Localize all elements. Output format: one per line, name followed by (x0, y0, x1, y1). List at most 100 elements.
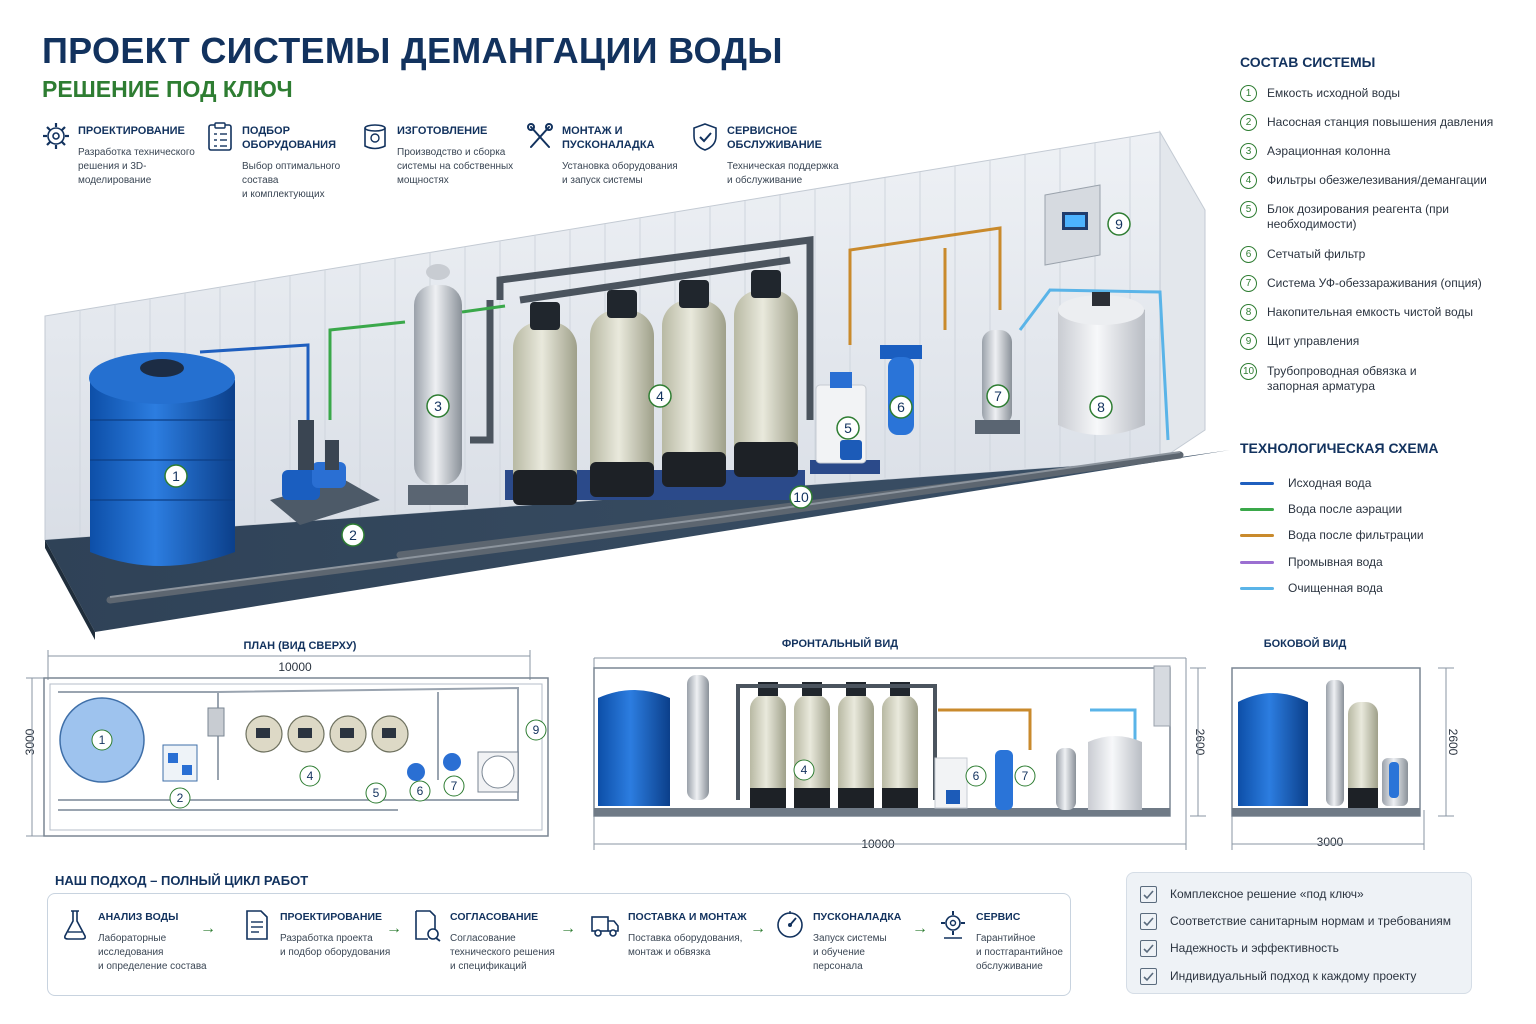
item-number: 2 (1240, 114, 1257, 131)
legend-text: Исходная вода (1288, 476, 1372, 490)
step-desc-line: исследования (98, 947, 164, 958)
service-title-text: ПОДБОР ОБОРУДОВАНИЯ (242, 125, 336, 151)
legend-line (1240, 587, 1274, 590)
step-title: СЕРВИС (976, 911, 1021, 923)
svg-text:2: 2 (349, 527, 357, 543)
service-desc-line: и комплектующих (242, 189, 325, 200)
step-desc-line: Гарантийное (976, 933, 1036, 944)
service-desc-line: и запуск системы (562, 175, 643, 186)
checkbox-icon (1140, 968, 1157, 985)
benefit-text: Надежность и эффективность (1170, 941, 1339, 955)
step-title: АНАЛИЗ ВОДЫ (98, 911, 179, 923)
step-desc-line: Согласование (450, 933, 516, 944)
badge-4: 4 (648, 384, 672, 408)
gear-icon (43, 123, 69, 149)
item-number: 5 (1240, 201, 1257, 218)
arrow-right-icon: → (912, 920, 928, 937)
svg-text:9: 9 (533, 723, 540, 737)
plan-filters (245, 715, 409, 753)
tank-icon (364, 124, 386, 150)
service-title: МОНТАЖ И ПУСКОНАЛАДКА (562, 125, 655, 151)
svg-text:10: 10 (793, 489, 809, 505)
item-text: Трубопроводная обвязка и запорная армату… (1267, 364, 1417, 393)
front-badge-6: 6 (965, 765, 987, 787)
front-aeration (687, 675, 709, 800)
scheme-title: ТЕХНОЛОГИЧЕСКАЯ СХЕМА (1240, 440, 1439, 456)
service-desc-line: мощностях (397, 175, 449, 186)
service-desc-line: моделирование (78, 175, 152, 186)
badge-5: 5 (836, 416, 860, 440)
plan-length: 10000 (278, 660, 312, 674)
service-desc-line: Разработка технического (78, 147, 195, 158)
legend-text: Очищенная вода (1288, 581, 1383, 595)
badge-1: 1 (164, 464, 188, 488)
arrow-right-icon: → (750, 920, 766, 937)
flask-icon (64, 910, 86, 940)
plan-view-drawing: 1 2 4 5 6 7 9 (26, 650, 549, 837)
badge-8: 8 (1089, 395, 1113, 419)
plan-badge-7: 7 (443, 775, 465, 797)
svg-text:8: 8 (1097, 399, 1105, 415)
badge-6: 6 (889, 395, 913, 419)
svg-text:4: 4 (801, 763, 808, 777)
item-number: 1 (1240, 85, 1257, 102)
legend-text: Вода после фильтрации (1288, 528, 1424, 542)
service-desc-line: системы на собственных (397, 161, 514, 172)
shield-check-icon (693, 123, 717, 151)
booster-pump-station (270, 420, 380, 525)
plan-badge-2: 2 (169, 787, 191, 809)
front-filters (750, 682, 918, 808)
svg-text:3: 3 (434, 398, 442, 414)
svg-text:7: 7 (994, 388, 1002, 404)
service-title: ПОДБОР ОБОРУДОВАНИЯ (242, 124, 366, 152)
svg-text:6: 6 (417, 784, 424, 798)
step-desc-line: и спецификаций (450, 961, 527, 972)
plan-badge-4: 4 (299, 765, 321, 787)
step-desc-line: Разработка проекта (280, 933, 373, 944)
clean-water-tank (1058, 292, 1145, 435)
service-desc-line: Выбор оптимального (242, 161, 341, 172)
arrow-right-icon: → (386, 920, 402, 937)
step-title: ПУСКОНАЛАДКА (813, 911, 902, 923)
side-aeration (1326, 680, 1344, 806)
item-text: Насосная станция повышения давления (1267, 115, 1494, 129)
step-title: ПОСТАВКА И МОНТАЖ (628, 911, 747, 923)
item-text: Аэрационная колонна (1267, 144, 1391, 158)
step-title: ПРОЕКТИРОВАНИЕ (280, 911, 383, 923)
side-width: 3000 (1316, 835, 1344, 849)
aeration-column (408, 264, 468, 505)
legend-line (1240, 508, 1274, 511)
document-icon (246, 910, 268, 940)
step-desc-line: персонала (813, 961, 863, 972)
item-text: Система УФ-обеззараживания (опция) (1267, 276, 1482, 290)
svg-text:1: 1 (99, 733, 106, 747)
plan-badge-6: 6 (409, 780, 431, 802)
plan-badge-9: 9 (525, 719, 547, 741)
svg-text:6: 6 (973, 769, 980, 783)
service-title: ИЗГОТОВЛЕНИЕ (397, 125, 488, 137)
benefits-panel (1126, 872, 1472, 994)
legend-line (1240, 534, 1274, 537)
front-badge-4: 4 (793, 759, 815, 781)
legend-line (1240, 561, 1274, 564)
item-text: Емкость исходной воды (1267, 86, 1400, 100)
side-tank (1238, 693, 1308, 806)
front-uv (1056, 748, 1076, 810)
service-title: СЕРВИСНОЕ ОБСЛУЖИВАНИЕ (727, 125, 822, 151)
approval-icon (415, 910, 441, 942)
source-water-tank (89, 352, 235, 566)
plan-badge-1: 1 (91, 729, 113, 751)
approach-panel (47, 893, 1071, 996)
checkbox-icon (1140, 940, 1157, 957)
svg-text:1: 1 (172, 468, 180, 484)
step-desc-line: Лабораторные (98, 933, 167, 944)
side-view-title: БОКОВОЙ ВИД (1263, 638, 1347, 650)
control-panel (1044, 184, 1101, 266)
item-number: 10 (1240, 363, 1257, 380)
plant-3d-view: 1 2 3 4 5 6 7 8 9 10 (44, 130, 1230, 640)
step-desc-line: и постгарантийное (976, 947, 1063, 958)
svg-text:6: 6 (897, 399, 905, 415)
